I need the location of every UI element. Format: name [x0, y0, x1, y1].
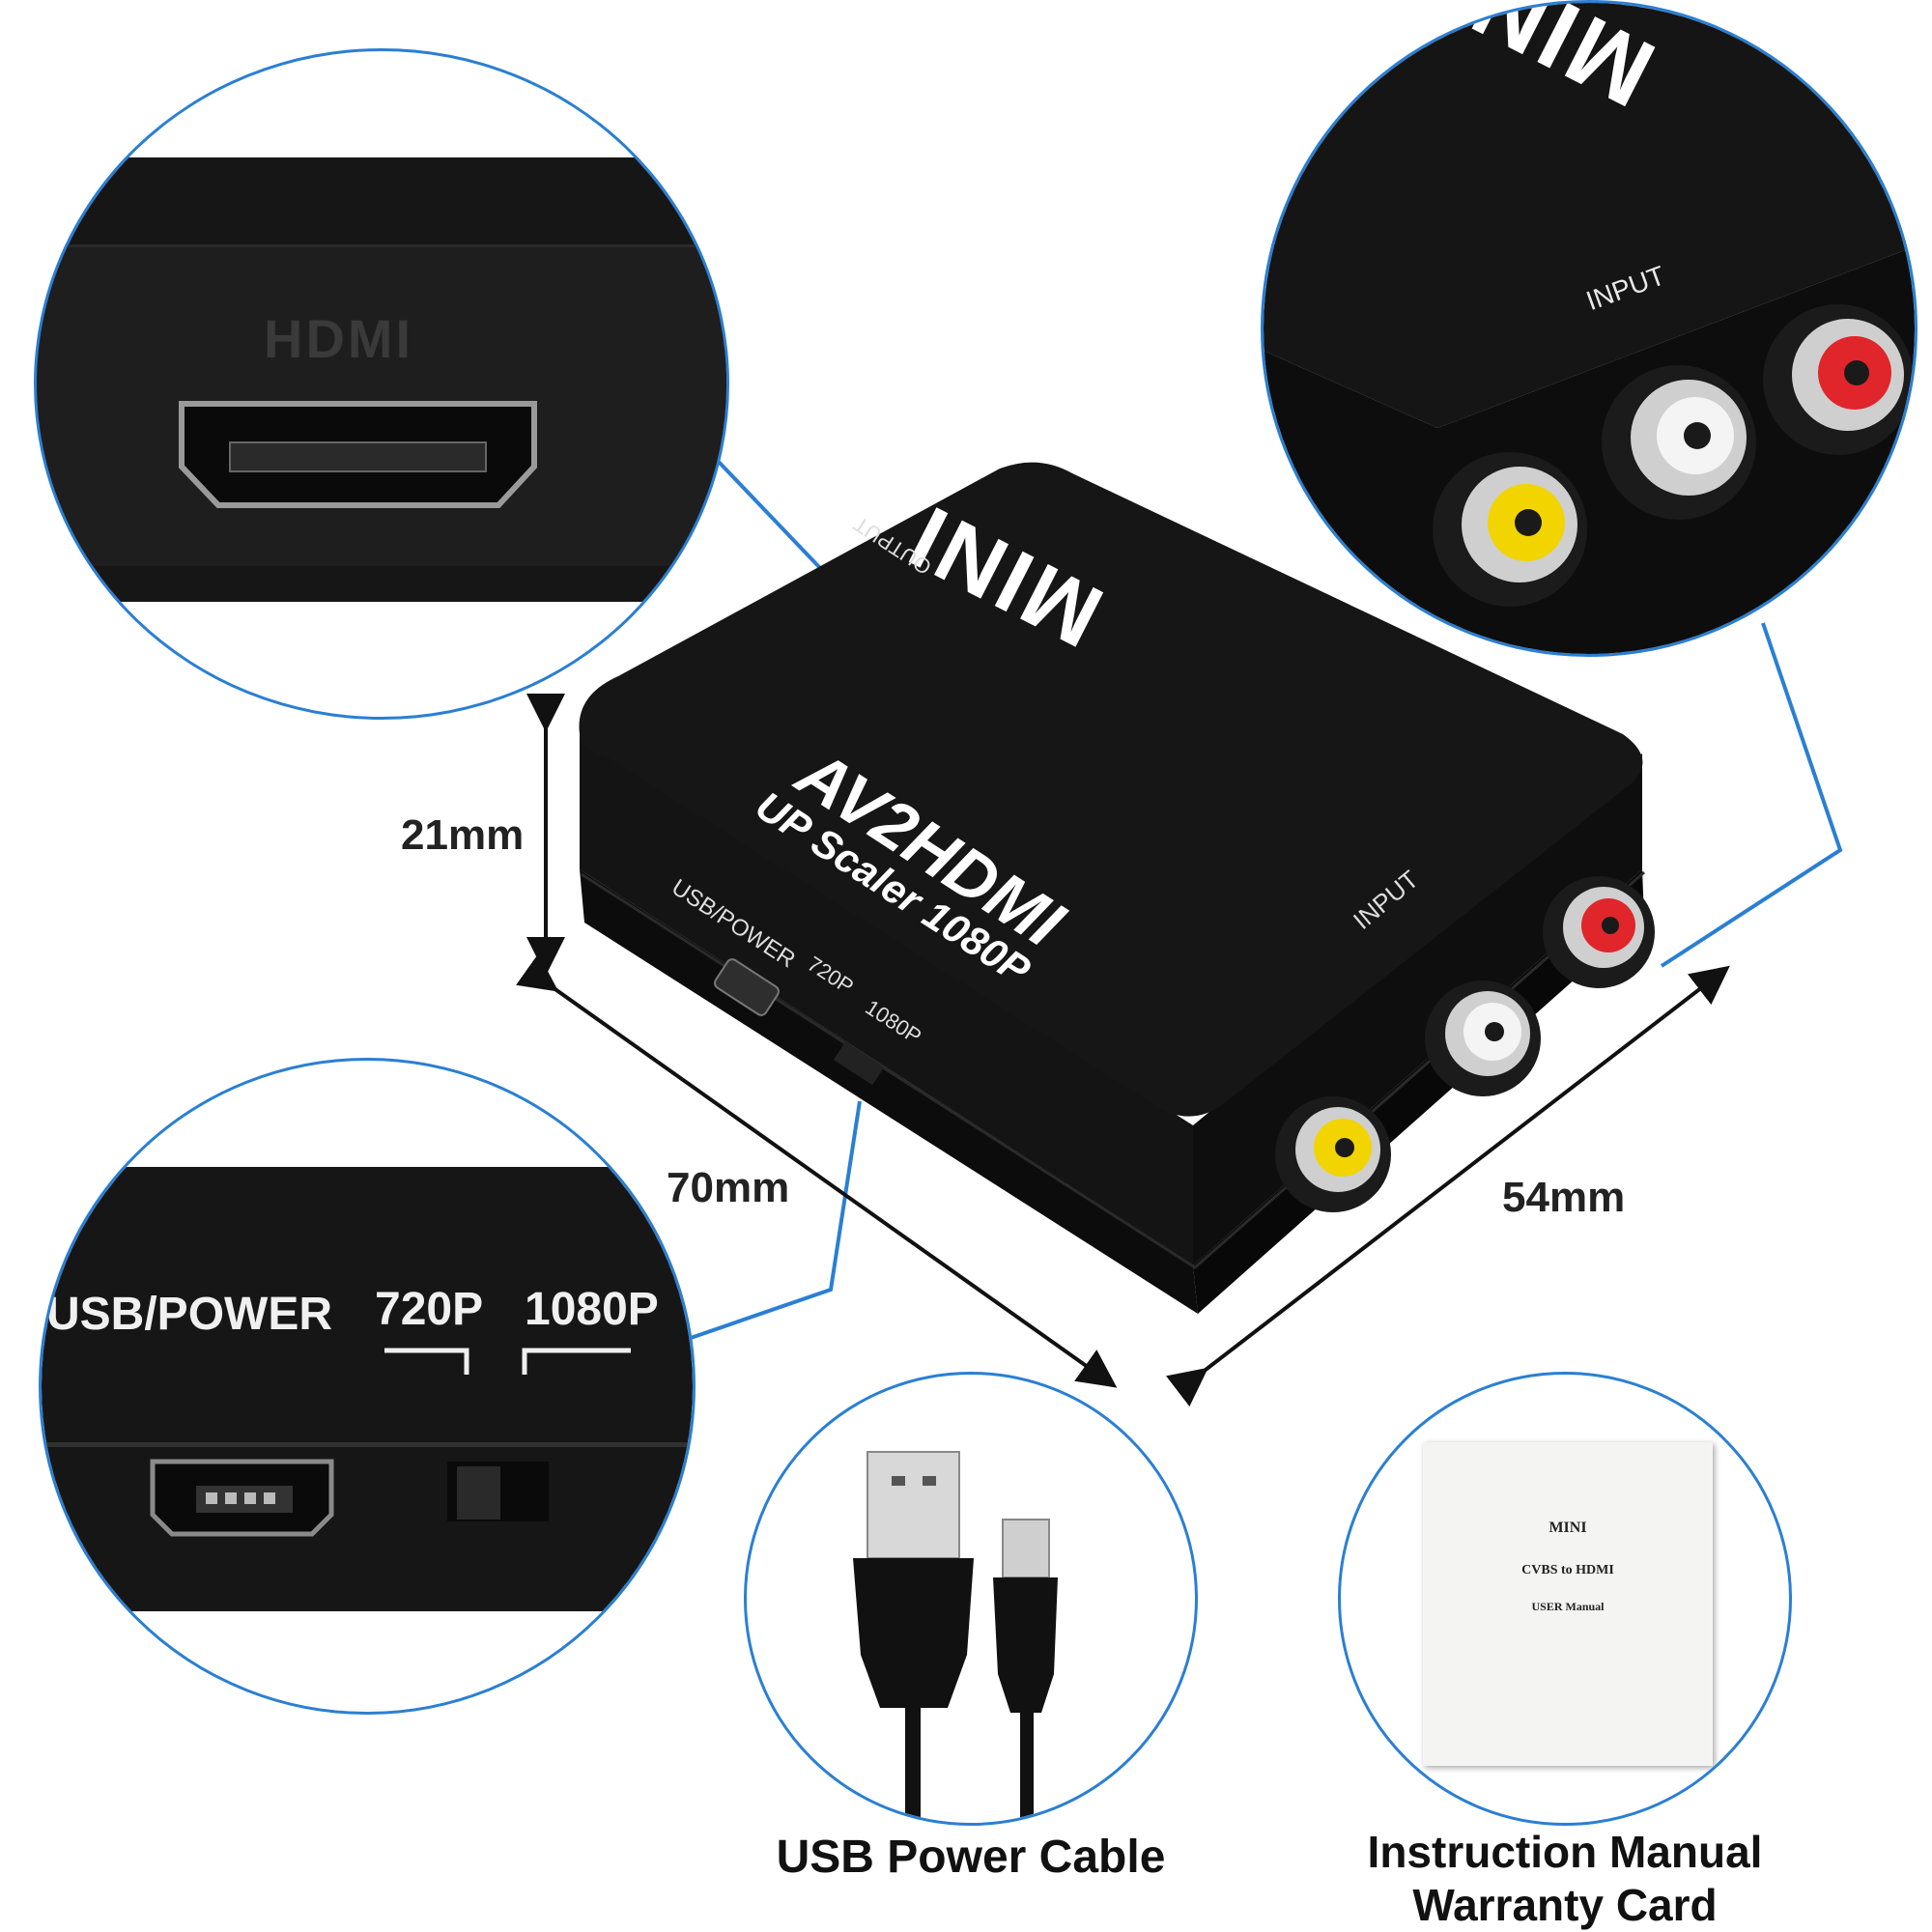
usb-cable-circle [744, 1372, 1198, 1826]
usb-cable-caption: USB Power Cable [776, 1832, 1166, 1883]
zoom-rca-body [1264, 3, 1915, 654]
zoom-720-label: 720P [375, 1284, 484, 1335]
manual-circle: MINI CVBS to HDMI USER Manual [1338, 1372, 1792, 1826]
manual-booklet: MINI CVBS to HDMI USER Manual [1423, 1442, 1713, 1766]
zoom-rca-yellow [1433, 452, 1587, 607]
zoom-rca-white [1602, 365, 1756, 520]
zoom-usb-switch-circle: USB/POWER 720P 1080P [39, 1058, 696, 1715]
manual-title: MINI [1548, 1520, 1587, 1536]
width-dimension-label: 54mm [1502, 1174, 1626, 1221]
manual-caption-line1: Instruction Manual [1367, 1827, 1763, 1877]
device-rca-red [1543, 876, 1655, 988]
width-dimension-arrow [1165, 965, 1730, 1407]
usb-cable-illustration [853, 1451, 1058, 1823]
manual-subtitle-2: USER Manual [1531, 1600, 1605, 1613]
zoom-hdmi-label: HDMI [264, 308, 414, 369]
zoom-1080-label: 1080P [525, 1284, 659, 1335]
device-usb-port [714, 958, 780, 1016]
manual-caption-line2: Warranty Card [1412, 1880, 1718, 1930]
device-rca-yellow [1275, 1096, 1391, 1212]
zoom-usb-graphics [150, 1348, 631, 1537]
callout-line-input [1660, 622, 1843, 968]
height-dimension-label: 21mm [401, 811, 525, 859]
manual-subtitle: CVBS to HDMI [1521, 1563, 1614, 1577]
device-rca-white [1425, 980, 1541, 1096]
zoom-hdmi-port [179, 401, 537, 508]
zoom-usb-label: USB/POWER [46, 1289, 333, 1340]
zoom-hdmi-port-circle: HDMI [34, 48, 729, 720]
device-resolution-switch [833, 1041, 885, 1086]
zoom-rca-red [1763, 304, 1914, 455]
callout-line-usb [690, 1100, 862, 1340]
zoom-rca-input-circle: MINI INPUT [1261, 0, 1918, 657]
length-dimension-arrow [516, 953, 1118, 1388]
